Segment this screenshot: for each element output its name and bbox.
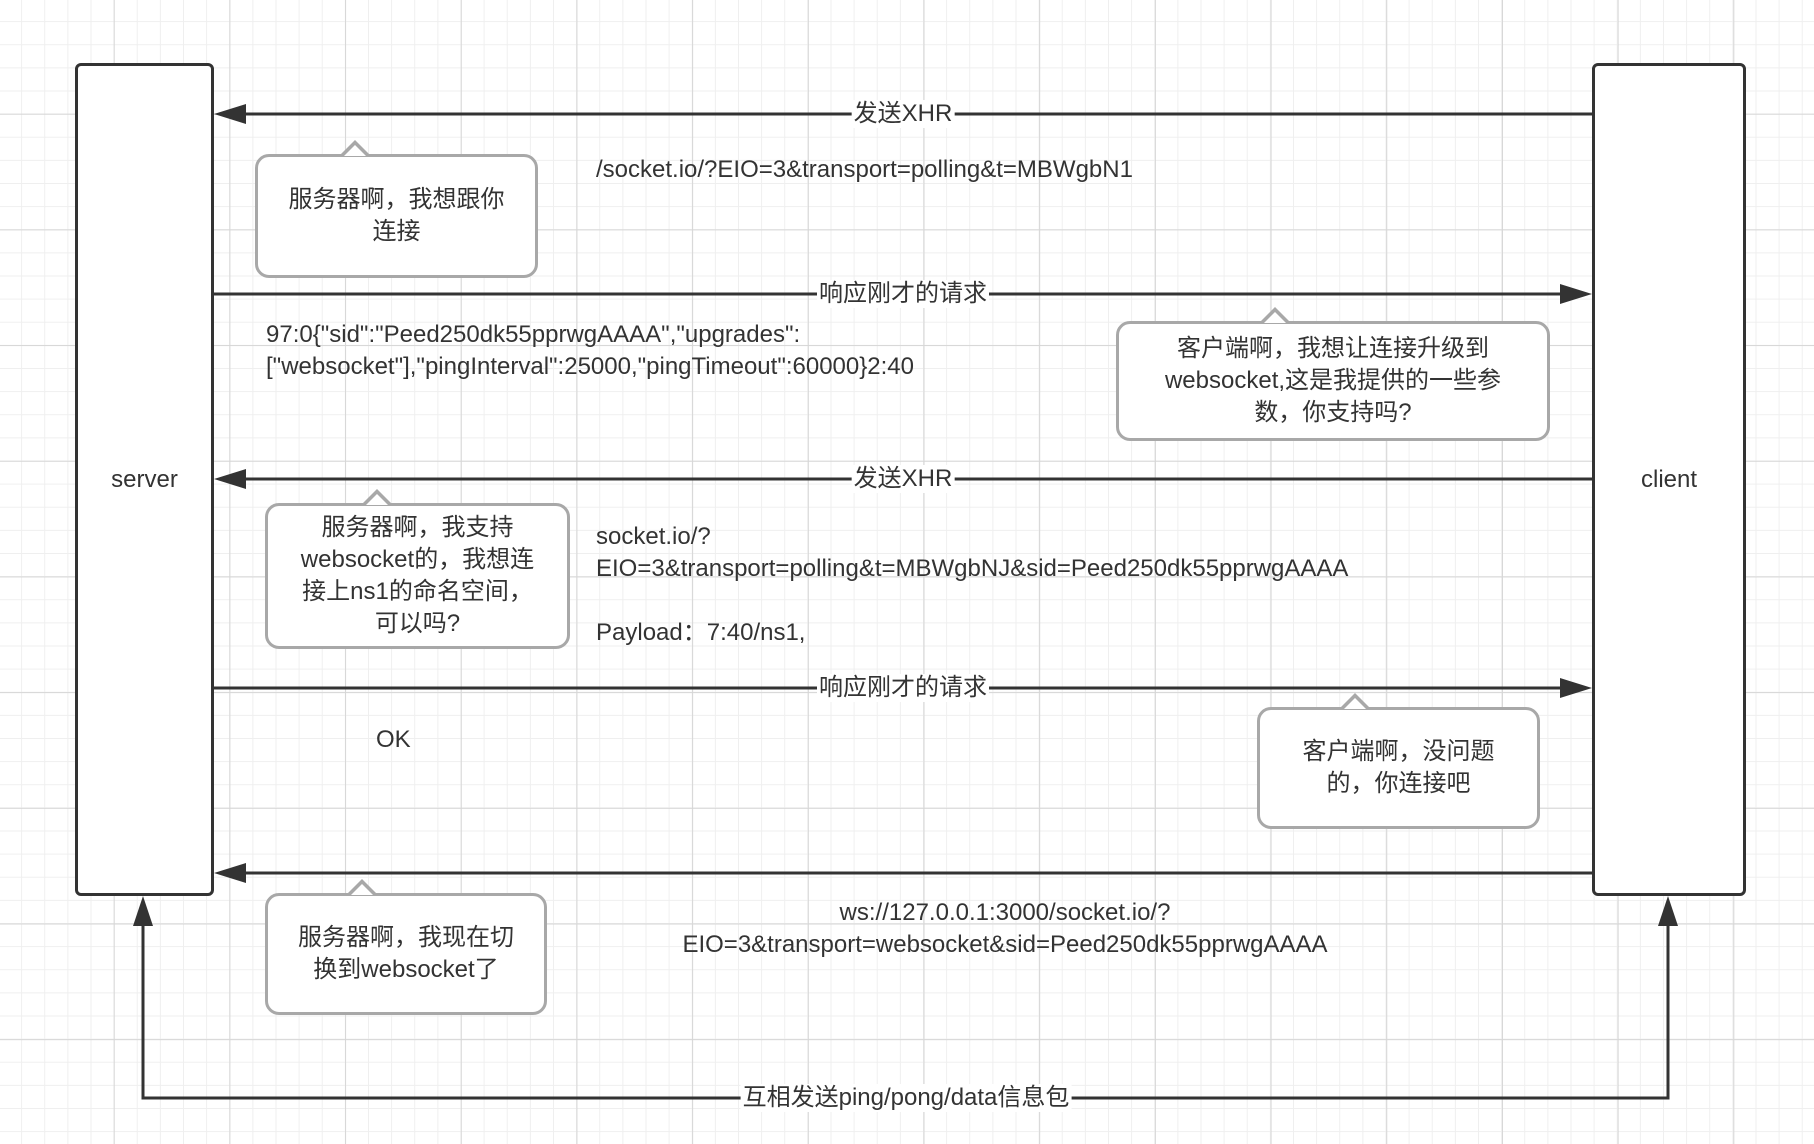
arrowhead-4 xyxy=(1560,678,1592,698)
server-lifeline: server xyxy=(75,63,214,896)
websocket-url: ws://127.0.0.1:3000/socket.io/? EIO=3&tr… xyxy=(682,899,1328,958)
note-1-tail xyxy=(340,140,370,156)
message-label-4: 响应刚才的请求 xyxy=(817,674,989,702)
arrowhead-1 xyxy=(214,104,246,124)
note-3-tail xyxy=(362,489,392,505)
bottom-link-label: 互相发送ping/pong/data信息包 xyxy=(740,1084,1072,1112)
note-3: 服务器啊，我支持 websocket的，我想连 接上ns1的命名空间， 可以吗? xyxy=(265,503,570,649)
request-1-url: /socket.io/?EIO=3&transport=polling&t=MB… xyxy=(596,156,1133,183)
server-label: server xyxy=(111,465,178,493)
note-1-text: 服务器啊，我想跟你 连接 xyxy=(288,186,505,245)
arrowhead-3 xyxy=(214,469,246,489)
response-1-body: 97:0{"sid":"Peed250dk55pprwgAAAA","upgra… xyxy=(266,321,914,380)
client-lifeline: client xyxy=(1592,63,1746,896)
bottom-link-arrowhead-server xyxy=(133,896,153,926)
note-4-tail xyxy=(1340,693,1370,709)
note-5-tail xyxy=(347,879,377,895)
arrowhead-5 xyxy=(214,863,246,883)
note-1: 服务器啊，我想跟你 连接 xyxy=(255,154,538,278)
note-3-text: 服务器啊，我支持 websocket的，我想连 接上ns1的命名空间， 可以吗? xyxy=(300,514,535,637)
note-4-text: 客户端啊，没问题 的，你连接吧 xyxy=(1302,738,1495,797)
response-2-body: OK xyxy=(376,726,411,753)
note-2: 客户端啊，我想让连接升级到 websocket,这是我提供的一些参 数，你支持吗… xyxy=(1116,321,1550,441)
bottom-link-arrowhead-client xyxy=(1658,896,1678,926)
message-label-1: 发送XHR xyxy=(851,100,955,128)
client-label: client xyxy=(1640,465,1698,493)
note-4: 客户端啊，没问题 的，你连接吧 xyxy=(1257,707,1540,829)
note-2-tail xyxy=(1260,307,1290,323)
note-2-text: 客户端啊，我想让连接升级到 websocket,这是我提供的一些参 数，你支持吗… xyxy=(1164,335,1502,426)
message-label-2: 响应刚才的请求 xyxy=(817,280,989,308)
note-5: 服务器啊，我现在切 换到websocket了 xyxy=(265,893,547,1015)
arrowhead-2 xyxy=(1560,284,1592,304)
note-5-text: 服务器啊，我现在切 换到websocket了 xyxy=(298,924,514,983)
request-2-url: socket.io/? EIO=3&transport=polling&t=MB… xyxy=(596,523,1349,646)
message-label-3: 发送XHR xyxy=(851,465,955,493)
